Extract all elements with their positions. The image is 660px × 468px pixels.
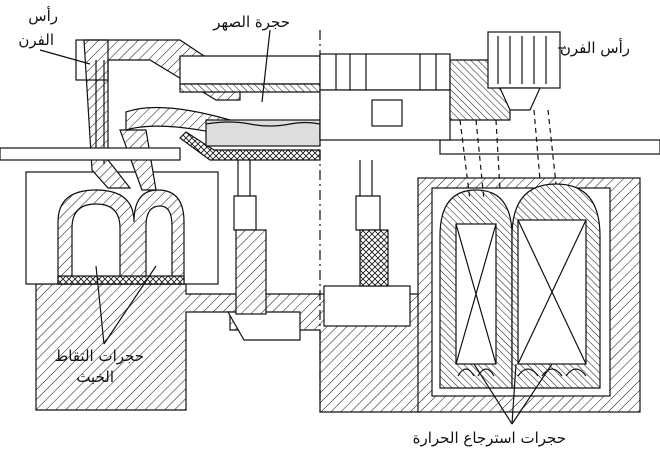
right-upper-structure bbox=[319, 53, 451, 91]
right-head-box bbox=[487, 31, 561, 89]
regen-bottom-arches bbox=[457, 368, 587, 377]
glass-surface bbox=[205, 121, 321, 127]
support-left bbox=[233, 160, 257, 231]
regenerators-label: حجرات استرجاع الحرارة bbox=[412, 429, 566, 447]
tank-beam-right bbox=[439, 139, 660, 155]
tank-beam-left bbox=[0, 147, 181, 161]
right-head-neck bbox=[499, 87, 541, 111]
crown-left-hatch bbox=[179, 83, 321, 93]
right-head-slots bbox=[497, 36, 547, 84]
regen-dashed-flues bbox=[459, 109, 557, 201]
furnace-head-left-label-line1: رأس bbox=[28, 7, 58, 25]
regen-checker-right bbox=[517, 219, 587, 365]
leader-melt bbox=[261, 29, 271, 103]
furnace-head-right-label: رأس الفرن bbox=[559, 39, 630, 57]
column-right bbox=[359, 229, 389, 287]
leader-slag bbox=[95, 265, 157, 345]
melting-chamber-label: حجرة الصهر bbox=[213, 13, 290, 31]
foundation-step bbox=[226, 311, 301, 341]
slag-pocket-cell-left bbox=[71, 203, 121, 283]
leader-head-left bbox=[39, 49, 91, 65]
crown-left bbox=[179, 55, 321, 85]
slag-pocket-floor bbox=[57, 275, 185, 285]
regen-checker-left bbox=[455, 223, 497, 365]
leader-regen bbox=[473, 363, 553, 425]
left-uptake-inner bbox=[95, 60, 105, 164]
column-left bbox=[235, 229, 267, 315]
glass-bath bbox=[205, 119, 321, 147]
slag-pocket-cell-right bbox=[145, 205, 173, 283]
slag-pockets-label-line1: حجرات التقاط bbox=[54, 347, 144, 365]
furnace-head-left-label-line2: الفرن bbox=[18, 31, 54, 49]
right-port-window bbox=[371, 99, 403, 127]
foundation-pit bbox=[323, 285, 411, 327]
support-right bbox=[355, 160, 381, 231]
slag-pockets-label-line2: الخبث bbox=[76, 368, 114, 386]
